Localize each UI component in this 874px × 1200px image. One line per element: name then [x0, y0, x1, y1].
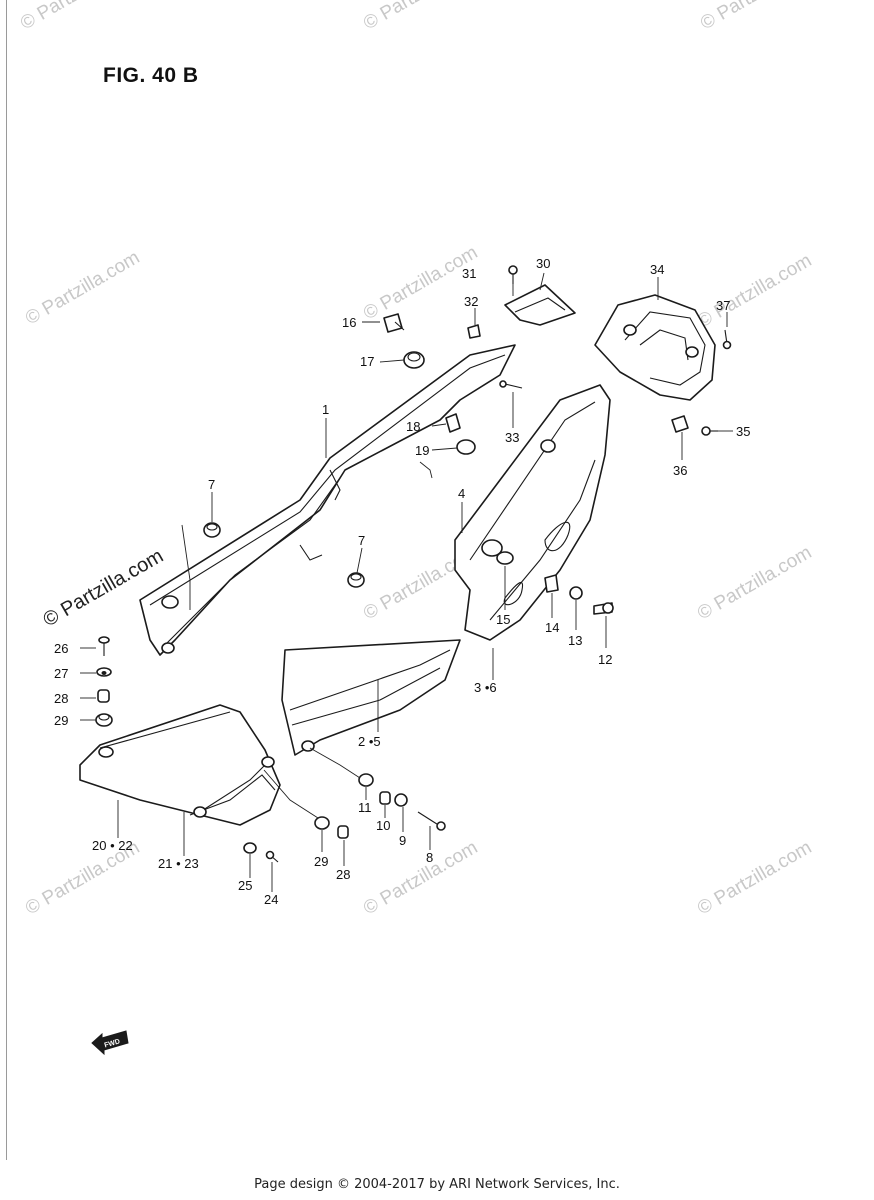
callout-28: 28	[336, 867, 350, 882]
callout-36: 36	[673, 463, 687, 478]
callout-34: 34	[650, 262, 664, 277]
callout-28: 28	[54, 691, 68, 706]
callout-8: 8	[426, 850, 433, 865]
callout-29: 29	[54, 713, 68, 728]
callouts: 1 2 •5 3 •6 4 7 7 8 9 10 11 12 13 14 15 …	[54, 256, 750, 907]
callout-20-22: 20 • 22	[92, 838, 133, 853]
callout-35: 35	[736, 424, 750, 439]
callout-30: 30	[536, 256, 550, 271]
callout-11: 11	[358, 800, 372, 815]
callout-1: 1	[322, 402, 329, 417]
watermark: © Partzilla.com	[17, 0, 138, 34]
plate-part-30	[504, 284, 576, 326]
side-cover-part-2	[281, 639, 461, 756]
rear-grip-part-34	[594, 294, 716, 401]
callout-37: 37	[716, 298, 730, 313]
callout-31: 31	[462, 266, 476, 281]
callout-29: 29	[314, 854, 328, 869]
callout-3-6: 3 •6	[474, 680, 497, 695]
hardware	[95, 265, 732, 863]
callout-17: 17	[360, 354, 374, 369]
watermark: © Partzilla.com	[360, 837, 481, 919]
page-footer: Page design © 2004-2017 by ARI Network S…	[254, 1177, 620, 1192]
figure-title: FIG. 40 B	[103, 64, 199, 87]
watermark: © Partzilla.com	[360, 242, 481, 324]
callout-25: 25	[238, 878, 252, 893]
watermark: © Partzilla.com	[694, 250, 815, 332]
callout-16: 16	[342, 315, 356, 330]
callout-10: 10	[376, 818, 390, 833]
callout-2-5: 2 •5	[358, 734, 381, 749]
callout-33: 33	[505, 430, 519, 445]
watermark: © Partzilla.com	[694, 837, 815, 919]
frame-cover-part-1	[139, 344, 516, 656]
watermark: © Partzilla.com	[694, 542, 815, 624]
watermark: © Partzilla.com	[22, 247, 143, 329]
callout-13: 13	[568, 633, 582, 648]
callout-9: 9	[399, 833, 406, 848]
callout-32: 32	[464, 294, 478, 309]
callout-14: 14	[545, 620, 559, 635]
fwd-label: FWD	[104, 1038, 121, 1049]
callout-12: 12	[598, 652, 612, 667]
watermark: © Partzilla.com	[697, 0, 818, 34]
callout-26: 26	[54, 641, 68, 656]
page-left-rule	[6, 0, 7, 1160]
callout-21-23: 21 • 23	[158, 856, 199, 871]
lower-cover-part-20	[79, 704, 281, 826]
callout-4: 4	[458, 486, 465, 501]
leader-lines	[80, 272, 733, 892]
watermark: © Partzilla.com	[360, 0, 481, 34]
fwd-arrow-icon: FWD	[91, 1030, 129, 1056]
callout-19: 19	[415, 443, 429, 458]
callout-15: 15	[496, 612, 510, 627]
callout-27: 27	[54, 666, 68, 681]
callout-18: 18	[406, 419, 420, 434]
callout-7: 7	[358, 533, 365, 548]
side-cover-part-4	[454, 384, 611, 641]
callout-24: 24	[264, 892, 278, 907]
callout-7: 7	[208, 477, 215, 492]
